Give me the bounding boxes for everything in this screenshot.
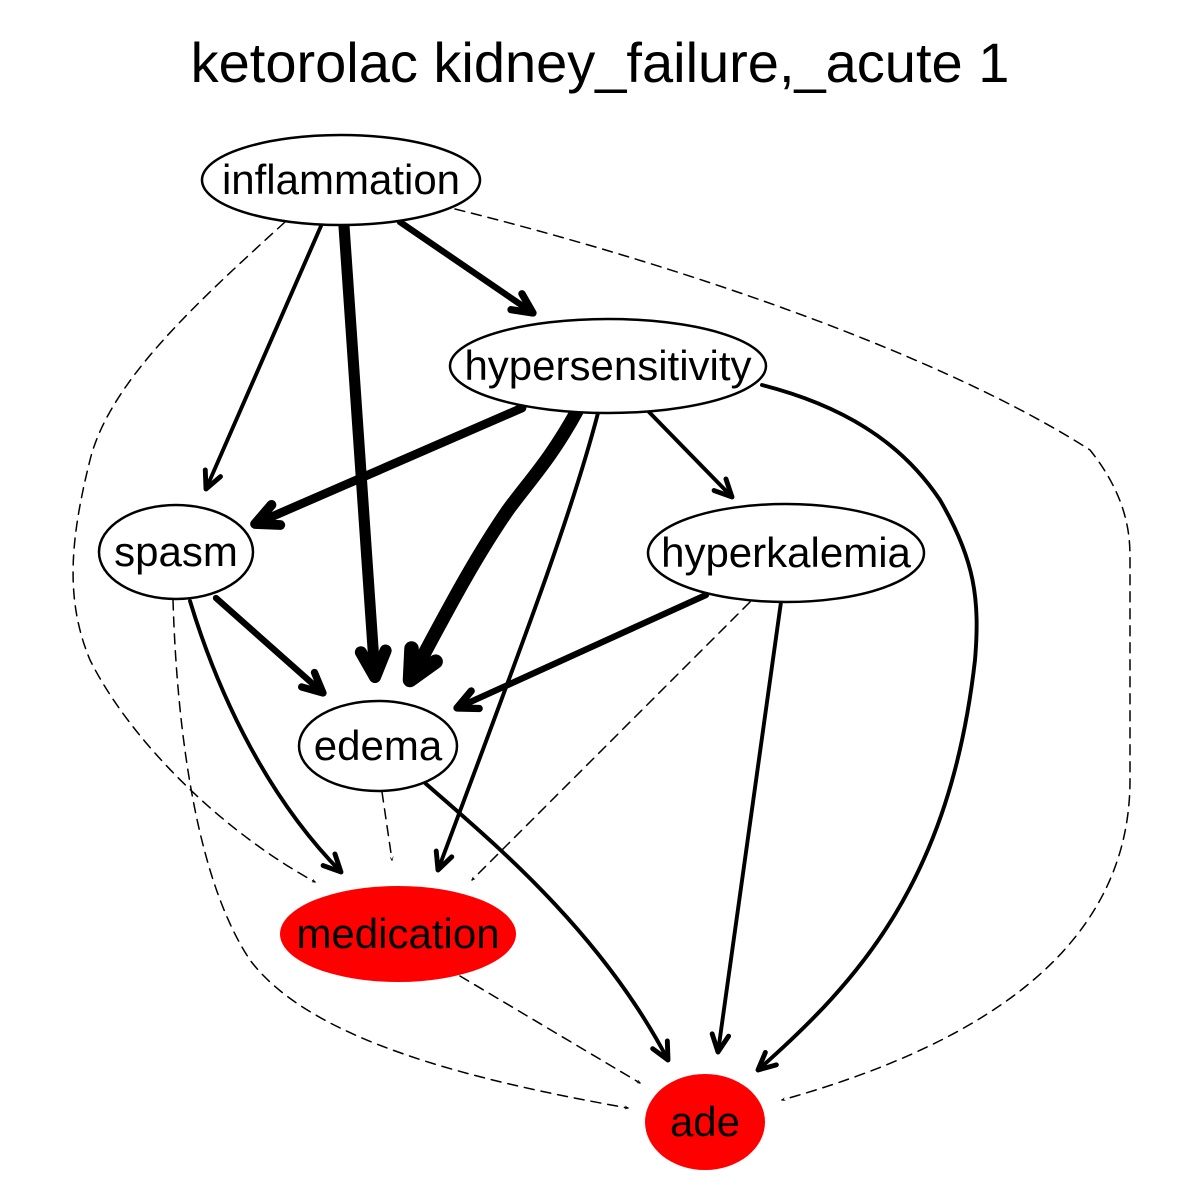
arrowhead-hypersensitivity-to-ade bbox=[755, 1049, 779, 1073]
node-hypersensitivity-ellipse bbox=[448, 317, 768, 415]
arrowhead-spasm-to-edema bbox=[298, 668, 327, 697]
node-hyperkalemia-label: hyperkalemia bbox=[661, 529, 911, 576]
node-inflammation: inflammation bbox=[200, 133, 482, 227]
edge-hyperkalemia-to-medication bbox=[471, 601, 751, 881]
arrowhead-hyperkalemia-to-ade bbox=[709, 1031, 732, 1055]
arrowhead-inflammation-to-hypersensitivity bbox=[507, 290, 537, 317]
edge-layer bbox=[72, 208, 1131, 1108]
node-hyperkalemia-ellipse bbox=[646, 502, 926, 604]
node-ade-label: ade bbox=[670, 1098, 740, 1145]
arrowhead-hypersensitivity-to-medication bbox=[433, 848, 455, 873]
node-spasm-ellipse bbox=[97, 503, 255, 601]
arrowhead-spasm-to-medication bbox=[320, 851, 344, 875]
node-medication-ellipse bbox=[280, 886, 516, 982]
node-edema-label: edema bbox=[314, 722, 443, 769]
edge-medication-to-ade bbox=[459, 975, 640, 1084]
edge-hypersensitivity-to-medication bbox=[436, 411, 600, 872]
edge-inflammation-to-medication bbox=[72, 221, 315, 883]
node-spasm-label: spasm bbox=[114, 528, 238, 575]
arrowhead-inflammation-to-edema bbox=[354, 644, 392, 684]
node-layer: inflammation hypersensitivity spasm hyperka… bbox=[97, 133, 926, 1170]
edge-inflammation-to-edema bbox=[338, 220, 381, 683]
edge-hypersensitivity-to-edema bbox=[403, 404, 584, 687]
node-edema-ellipse bbox=[297, 699, 459, 793]
edge-spasm-to-edema bbox=[212, 594, 327, 697]
edge-inflammation-to-spasm bbox=[204, 224, 323, 491]
edge-hypersensitivity-to-ade bbox=[756, 383, 979, 1072]
arrowhead-edema-to-ade bbox=[650, 1038, 671, 1063]
node-ade-ellipse bbox=[645, 1074, 765, 1170]
arrowhead-inflammation-to-spasm bbox=[202, 467, 223, 492]
node-inflammation-label: inflammation bbox=[222, 156, 460, 203]
edge-inflammation-to-ade bbox=[454, 208, 1131, 1100]
edge-hypersensitivity-to-spasm bbox=[250, 403, 527, 529]
edge-hyperkalemia-to-ade bbox=[716, 600, 783, 1054]
edge-spasm-to-medication bbox=[188, 599, 343, 874]
node-hypersensitivity-label: hypersensitivity bbox=[464, 342, 751, 389]
edge-spasm-to-ade bbox=[172, 599, 629, 1108]
node-medication: medication bbox=[280, 886, 516, 982]
node-spasm: spasm bbox=[97, 503, 255, 601]
arrowhead-hypersensitivity-to-spasm bbox=[250, 499, 286, 530]
diagram-title: ketorolac kidney_failure,_acute 1 bbox=[191, 31, 1010, 94]
edge-hypersensitivity-to-hyperkalemia bbox=[647, 410, 734, 499]
arrowhead-hypersensitivity-to-edema bbox=[402, 641, 443, 688]
edge-hyperkalemia-to-edema bbox=[453, 591, 710, 712]
node-ade: ade bbox=[645, 1074, 765, 1170]
node-hyperkalemia: hyperkalemia bbox=[646, 502, 926, 604]
arrowhead-hypersensitivity-to-hyperkalemia bbox=[711, 476, 735, 500]
node-medication-label: medication bbox=[296, 910, 499, 957]
arrowhead-hyperkalemia-to-edema bbox=[453, 687, 483, 713]
node-inflammation-ellipse bbox=[200, 133, 482, 227]
node-edema: edema bbox=[297, 699, 459, 793]
edge-edema-to-ade bbox=[423, 781, 670, 1062]
edge-inflammation-to-hypersensitivity bbox=[396, 218, 537, 317]
node-hypersensitivity: hypersensitivity bbox=[448, 317, 768, 415]
edge-edema-to-medication bbox=[381, 791, 392, 861]
